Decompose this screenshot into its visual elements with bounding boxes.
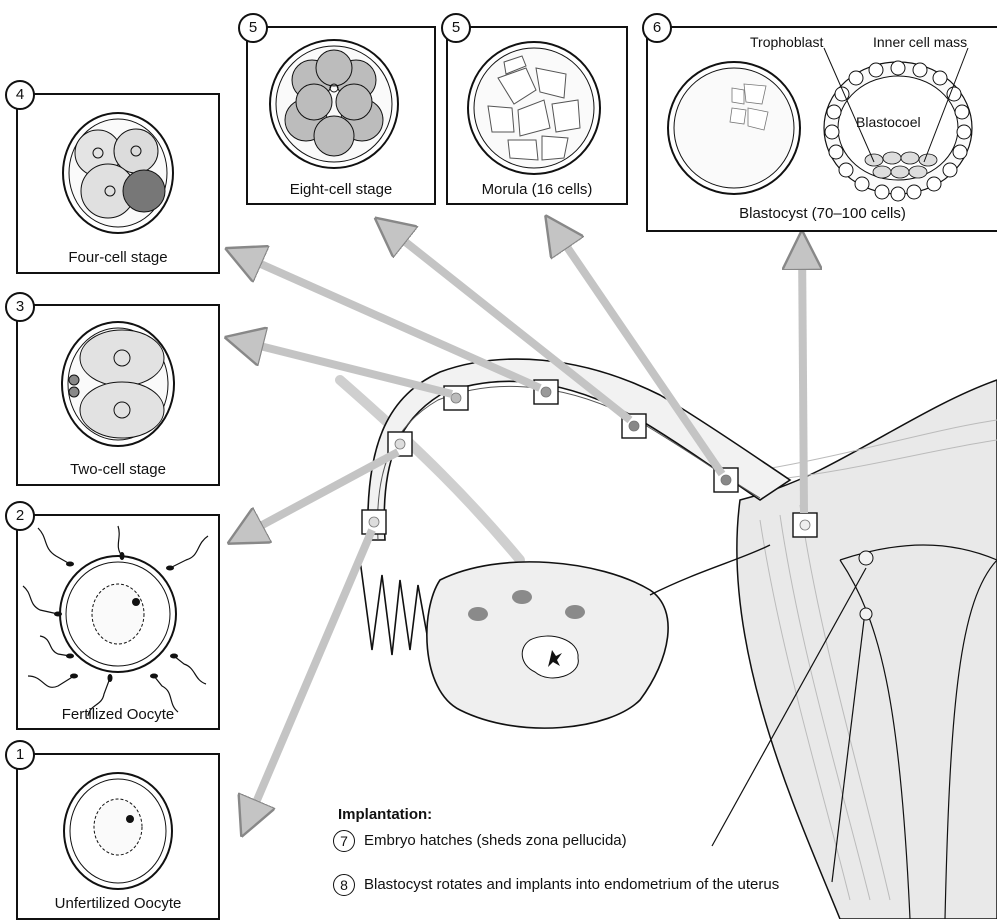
panel-fertilized-oocyte: Fertilized Oocyte bbox=[16, 514, 220, 730]
step-7-text: Embryo hatches (sheds zona pellucida) bbox=[364, 832, 627, 849]
eight-cell-caption: Eight-cell stage bbox=[248, 181, 434, 198]
fertilized-oocyte-caption: Fertilized Oocyte bbox=[18, 706, 218, 723]
stage-arrows bbox=[236, 225, 804, 826]
stage-number-5a: 5 bbox=[238, 13, 268, 43]
step-number-8: 8 bbox=[333, 874, 355, 896]
hatched-embryo bbox=[859, 551, 873, 565]
four-cell-caption: Four-cell stage bbox=[18, 249, 218, 266]
step-8-text: Blastocyst rotates and implants into end… bbox=[364, 876, 779, 893]
implanting-blastocyst bbox=[860, 608, 872, 620]
four-cell-illustration bbox=[18, 95, 218, 272]
arrow-to-four-cell bbox=[236, 253, 540, 388]
panel-eight-cell: Eight-cell stage bbox=[246, 26, 436, 205]
blastocoel-label: Blastocoel bbox=[856, 114, 921, 130]
morula-illustration bbox=[448, 28, 626, 203]
blastocyst-illustration bbox=[648, 28, 997, 230]
panel-morula: Morula (16 cells) bbox=[446, 26, 628, 205]
uterus bbox=[737, 380, 997, 919]
implantation-heading: Implantation: bbox=[338, 806, 432, 823]
stage-number-3: 3 bbox=[5, 292, 35, 322]
arrow-to-blastocyst bbox=[802, 242, 804, 513]
stage-number-5b: 5 bbox=[441, 13, 471, 43]
panel-unfertilized-oocyte: Unfertilized Oocyte bbox=[16, 753, 220, 920]
stage-number-4: 4 bbox=[5, 80, 35, 110]
two-cell-illustration bbox=[18, 306, 218, 484]
unfertilized-oocyte-caption: Unfertilized Oocyte bbox=[18, 895, 218, 912]
step-number-7: 7 bbox=[333, 830, 355, 852]
stage-number-6: 6 bbox=[642, 13, 672, 43]
panel-two-cell: Two-cell stage bbox=[16, 304, 220, 486]
unfertilized-oocyte-illustration bbox=[18, 755, 218, 918]
eight-cell-illustration bbox=[248, 28, 434, 203]
morula-caption: Morula (16 cells) bbox=[448, 181, 626, 198]
two-cell-caption: Two-cell stage bbox=[18, 461, 218, 478]
stage-number-2: 2 bbox=[5, 501, 35, 531]
ovary bbox=[427, 545, 770, 728]
panel-four-cell: Four-cell stage bbox=[16, 93, 220, 274]
stage-number-1: 1 bbox=[5, 740, 35, 770]
panel-blastocyst: Trophoblast Inner cell mass Blastocoel B… bbox=[646, 26, 997, 232]
fertilized-oocyte-illustration bbox=[18, 516, 218, 728]
trophoblast-label: Trophoblast bbox=[750, 34, 823, 50]
arrow-to-unfertilized bbox=[246, 530, 372, 826]
inner-cell-mass-label: Inner cell mass bbox=[873, 34, 967, 50]
blastocyst-caption: Blastocyst (70–100 cells) bbox=[648, 205, 997, 222]
